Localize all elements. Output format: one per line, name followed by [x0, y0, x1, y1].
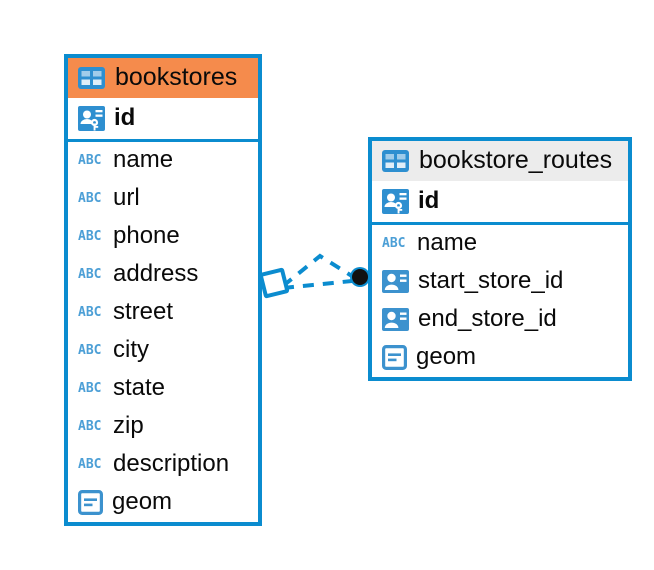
field-row-phone[interactable]: ABC phone [68, 218, 258, 256]
geometry-icon [78, 490, 103, 515]
rotated-square-endpoint-icon [258, 267, 290, 299]
field-row-geom[interactable]: geom [68, 484, 258, 522]
foreign-key-icon [382, 270, 409, 293]
abc-text-icon: ABC [78, 343, 104, 358]
field-row-id[interactable]: id [372, 181, 628, 225]
field-name-label: zip [113, 412, 144, 440]
field-row-url[interactable]: ABC url [68, 180, 258, 218]
entity-table-bookstore-routes[interactable]: bookstore_routes [368, 137, 632, 381]
abc-text-icon: ABC [78, 381, 104, 396]
field-name-label: phone [113, 222, 180, 250]
geometry-icon [382, 345, 407, 370]
field-name-label: geom [112, 488, 173, 516]
entity-name-label: bookstores [115, 63, 238, 91]
field-name-label: id [418, 186, 440, 214]
abc-text-icon: ABC [382, 236, 408, 251]
field-row-description[interactable]: ABC description [68, 446, 258, 484]
field-row-state[interactable]: ABC state [68, 370, 258, 408]
field-name-label: start_store_id [418, 267, 564, 295]
abc-text-label: ABC [78, 229, 102, 244]
field-row-id[interactable]: id [68, 98, 258, 142]
relationship-line-lower [282, 279, 353, 290]
abc-text-icon: ABC [78, 191, 104, 206]
field-name-label: state [113, 374, 166, 402]
abc-text-icon: ABC [78, 457, 104, 472]
field-name-label: name [417, 229, 478, 257]
entity-header-bookstore-routes[interactable]: bookstore_routes [372, 141, 628, 181]
field-name-label: name [113, 146, 174, 174]
abc-text-label: ABC [78, 419, 102, 434]
abc-text-label: ABC [78, 343, 102, 358]
foreign-key-icon [382, 308, 409, 331]
filled-circle-endpoint-icon [350, 267, 370, 287]
field-name-label: url [113, 184, 140, 212]
field-row-name[interactable]: ABC name [68, 142, 258, 180]
field-name-label: geom [416, 343, 477, 371]
field-row-end-store-id[interactable]: end_store_id [372, 301, 628, 339]
entity-header-bookstores[interactable]: bookstores [68, 58, 258, 98]
primary-key-icon [78, 105, 105, 132]
field-row-address[interactable]: ABC address [68, 256, 258, 294]
relationship-line-upper [281, 253, 357, 288]
field-name-label: street [113, 298, 174, 326]
field-name-label: city [113, 336, 149, 364]
entity-fields-bookstores: id ABC name ABC url ABC ph [68, 98, 258, 522]
abc-text-icon: ABC [78, 229, 104, 244]
abc-text-icon: ABC [78, 305, 104, 320]
abc-text-label: ABC [78, 191, 102, 206]
field-row-zip[interactable]: ABC zip [68, 408, 258, 446]
field-row-street[interactable]: ABC street [68, 294, 258, 332]
abc-text-icon: ABC [78, 419, 104, 434]
field-row-city[interactable]: ABC city [68, 332, 258, 370]
abc-text-label: ABC [78, 267, 102, 282]
field-row-name[interactable]: ABC name [372, 225, 628, 263]
abc-text-icon: ABC [78, 267, 104, 282]
entity-name-label: bookstore_routes [419, 146, 613, 174]
abc-text-label: ABC [78, 457, 102, 472]
entity-table-bookstores[interactable]: bookstores [64, 54, 262, 526]
table-icon [382, 149, 409, 172]
abc-text-label: ABC [382, 236, 406, 251]
abc-text-label: ABC [78, 305, 102, 320]
entity-fields-bookstore-routes: id ABC name [372, 181, 628, 377]
field-name-label: description [113, 450, 230, 478]
abc-text-icon: ABC [78, 153, 104, 168]
field-row-geom[interactable]: geom [372, 339, 628, 377]
field-row-start-store-id[interactable]: start_store_id [372, 263, 628, 301]
field-name-label: end_store_id [418, 305, 557, 333]
table-icon [78, 66, 105, 89]
abc-text-label: ABC [78, 153, 102, 168]
abc-text-label: ABC [78, 381, 102, 396]
field-name-label: address [113, 260, 199, 288]
primary-key-icon [382, 188, 409, 215]
field-name-label: id [114, 103, 136, 131]
